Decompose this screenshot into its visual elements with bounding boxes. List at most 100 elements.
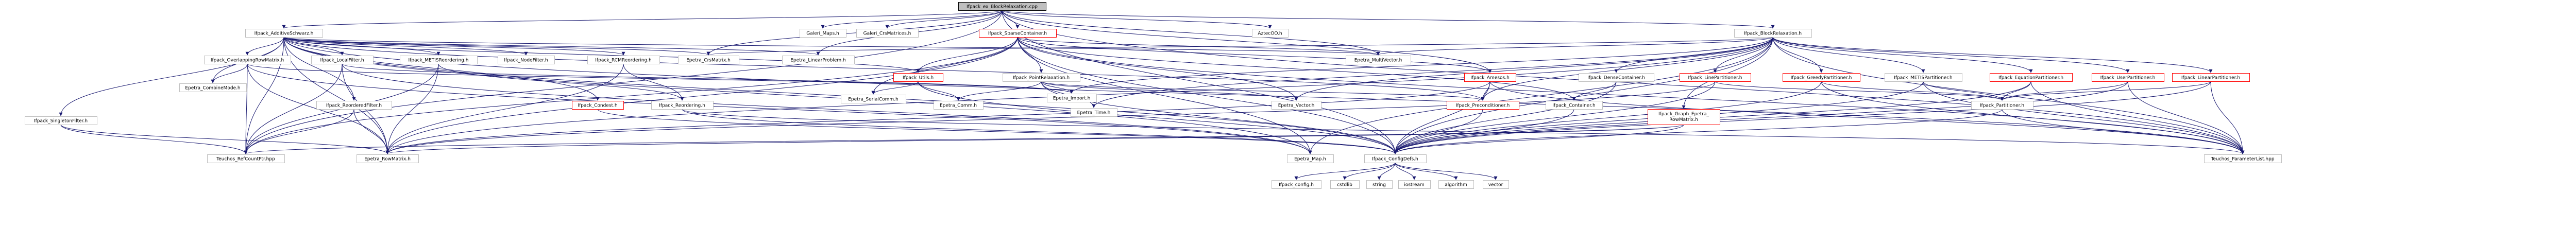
node-densecont[interactable]: Ifpack_DenseContainer.h <box>1579 73 1654 82</box>
edge-greedypart-to-paramlist <box>1821 81 2245 154</box>
node-additive[interactable]: Ifpack_AdditiveSchwarz.h <box>245 29 323 38</box>
node-box <box>357 154 419 163</box>
node-container[interactable]: Ifpack_Container.h <box>1546 101 1603 110</box>
edge-userpart-to-paramlist <box>2127 81 2245 154</box>
edge-greedypart-to-partitioner <box>1821 81 2004 101</box>
node-reordering[interactable]: Ifpack_Reordering.h <box>651 101 714 110</box>
node-label: Epetra_Comm.h <box>940 103 977 109</box>
edge-pointrelax-to-configdefs <box>1041 81 1397 154</box>
node-metisreord[interactable]: Ifpack_METISReordering.h <box>400 56 478 64</box>
node-comm[interactable]: Epetra_Comm.h <box>934 101 984 110</box>
node-box <box>1464 73 1516 82</box>
node-algorithm[interactable]: algorithm <box>1438 180 1474 189</box>
node-label: Epetra_CrsMatrix.h <box>686 58 731 63</box>
edge-sparse-to-configdefs <box>1017 37 1397 154</box>
edge-graphrowmatrix-to-rowmatrix <box>386 124 1684 154</box>
edge-root-to-galeri_maps <box>821 10 1003 29</box>
node-paramlist[interactable]: Teuchos_ParameterList.hpp <box>2204 154 2282 163</box>
node-box <box>572 101 624 110</box>
node-preconditioner[interactable]: Ifpack_Preconditioner.h <box>1447 101 1519 110</box>
node-singleton[interactable]: Ifpack_SingletonFilter.h <box>25 116 97 125</box>
edge-additive-to-multivector <box>283 37 1380 56</box>
node-label: Ifpack_LocalFilter.h <box>320 58 364 63</box>
node-label: Ifpack_Condest.h <box>578 103 617 109</box>
node-box <box>2092 73 2164 82</box>
node-partitioner[interactable]: Ifpack_Partitioner.h <box>1971 101 2033 110</box>
nodes: Ifpack_ex_BlockRelaxation.cppIfpack_Addi… <box>25 2 2282 189</box>
node-label: Epetra_SerialComm.h <box>848 97 899 102</box>
node-time[interactable]: Epetra_Time.h <box>1071 108 1117 117</box>
edge-additive-to-rowmatrix <box>283 37 389 154</box>
node-overlapping[interactable]: Ifpack_OverlappingRowMatrix.h <box>204 56 291 64</box>
edge-blockrelax-to-greedypart <box>1772 37 1823 73</box>
node-label: Ifpack_config.h <box>1279 183 1314 188</box>
edge-utils-to-serialcomm <box>871 81 919 95</box>
node-linepart[interactable]: Ifpack_LinePartitioner.h <box>1680 73 1751 82</box>
node-box <box>1287 154 1334 163</box>
node-rcm[interactable]: Ifpack_RCMReordering.h <box>587 56 660 64</box>
node-reorderedfilter[interactable]: Ifpack_ReorderedFilter.h <box>316 101 392 110</box>
edge-rcm-to-reordering <box>623 63 684 101</box>
node-box <box>1648 109 1720 125</box>
edge-pointrelax-to-preconditioner <box>1041 81 1485 101</box>
node-root: Ifpack_ex_BlockRelaxation.cpp <box>958 2 1046 11</box>
node-multivector[interactable]: Epetra_MultiVector.h <box>1346 56 1411 64</box>
edge-graphrowmatrix-to-rcpcount <box>244 124 1684 154</box>
node-box <box>498 56 555 64</box>
node-configdefs[interactable]: Ifpack_ConfigDefs.h <box>1364 154 1427 163</box>
node-ifpackconfig[interactable]: Ifpack_config.h <box>1272 180 1321 189</box>
node-import[interactable]: Epetra_Import.h <box>1047 94 1097 102</box>
edge-additive-to-preconditioner <box>283 37 1485 101</box>
node-box <box>400 56 478 64</box>
edge-blockrelax-to-equationpart <box>1772 37 2033 73</box>
edge-overlapping-to-map <box>247 63 1312 154</box>
node-linearpart[interactable]: Ifpack_LinearPartitioner.h <box>2172 73 2250 82</box>
node-crsmatrix[interactable]: Epetra_CrsMatrix.h <box>678 56 739 64</box>
edge-pointrelax-to-comm <box>956 81 1042 101</box>
node-utils[interactable]: Ifpack_Utils.h <box>893 73 943 82</box>
node-pointrelax[interactable]: Ifpack_PointRelaxation.h <box>1003 73 1080 82</box>
node-box <box>245 29 323 38</box>
node-box <box>1734 29 1812 38</box>
node-nodefilter[interactable]: Ifpack_NodeFilter.h <box>498 56 555 64</box>
node-localfilter[interactable]: Ifpack_LocalFilter.h <box>311 56 374 64</box>
node-map[interactable]: Epetra_Map.h <box>1287 154 1334 163</box>
node-rowmatrix[interactable]: Epetra_RowMatrix.h <box>357 154 419 163</box>
node-label: Galeri_CrsMatrices.h <box>863 31 911 37</box>
node-graphrowmatrix[interactable]: Ifpack_Graph_Epetra_RowMatrix.hIfpack_Gr… <box>1648 109 1720 125</box>
node-galeri_crs[interactable]: Galeri_CrsMatrices.h <box>856 29 919 38</box>
node-linearproblem[interactable]: Epetra_LinearProblem.h <box>782 56 855 64</box>
node-condest[interactable]: Ifpack_Condest.h <box>572 101 624 110</box>
node-rcpcount[interactable]: Teuchos_RefCountPtr.hpp <box>207 154 285 163</box>
node-blockrelax[interactable]: Ifpack_BlockRelaxation.h <box>1734 29 1812 38</box>
node-metispart[interactable]: Ifpack_METISPartitioner.h <box>1885 73 1962 82</box>
node-label: Ifpack_METISPartitioner.h <box>1894 76 1953 81</box>
node-box <box>1346 56 1411 64</box>
node-equationpart[interactable]: Ifpack_EquationPartitioner.h <box>1990 73 2073 82</box>
node-label: string <box>1372 183 1386 188</box>
node-greedypart[interactable]: Ifpack_GreedyPartitioner.h <box>1783 73 1860 82</box>
node-serialcomm[interactable]: Epetra_SerialComm.h <box>841 95 906 103</box>
node-vector[interactable]: Epetra_Vector.h <box>1272 101 1321 110</box>
node-box <box>587 56 660 64</box>
node-galeri_maps[interactable]: Galeri_Maps.h <box>800 29 846 38</box>
node-string[interactable]: string <box>1366 180 1393 189</box>
node-userpart[interactable]: Ifpack_UserPartitioner.h <box>2092 73 2164 82</box>
edge-rcm-to-rowmatrix <box>385 63 624 154</box>
node-box <box>841 95 906 103</box>
edge-blockrelax-to-userpart <box>1772 37 2130 73</box>
node-iostream[interactable]: iostream <box>1398 180 1431 189</box>
edge-sparse-to-vector <box>1017 37 1298 101</box>
node-aztec[interactable]: AztecOO.h <box>1252 29 1289 38</box>
node-sparse[interactable]: Ifpack_SparseContainer.h <box>979 29 1057 38</box>
node-cstdlib[interactable]: cstdlib <box>1330 180 1360 189</box>
node-box <box>1071 108 1117 117</box>
node-vectorstd[interactable]: vector <box>1483 180 1509 189</box>
edge-amesos-to-paramlist <box>1489 81 2245 154</box>
edge-sparse-to-rcpcount <box>244 37 1018 154</box>
edge-overlapping-to-combinemode <box>211 63 248 83</box>
node-label: Ifpack_Partitioner.h <box>1980 103 2024 109</box>
node-combinemode[interactable]: Epetra_CombineMode.h <box>179 83 247 92</box>
edge-blockrelax-to-metispart <box>1772 37 1925 73</box>
node-amesos[interactable]: Ifpack_Amesos.h <box>1464 73 1516 82</box>
